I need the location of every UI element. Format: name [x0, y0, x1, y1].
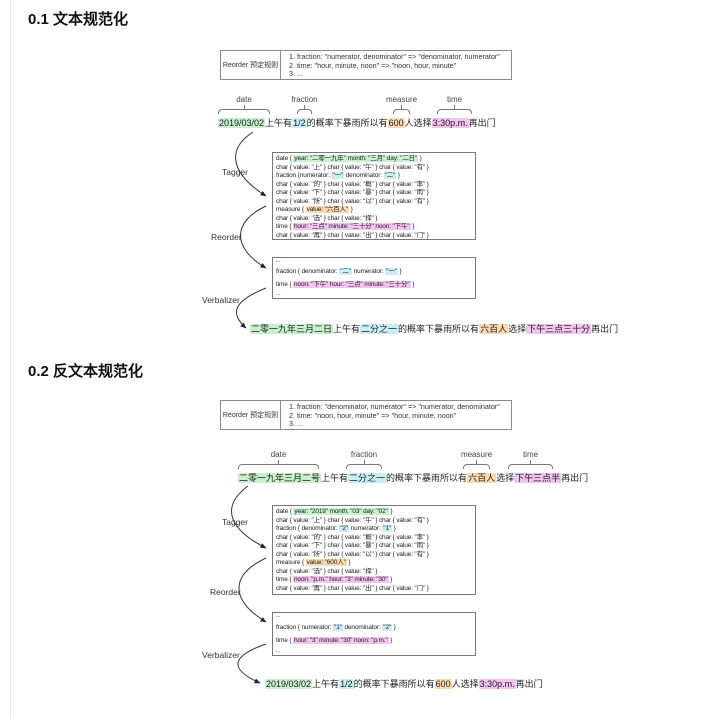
arrow-input-to-tagger: [235, 131, 267, 197]
span-label-time: time: [437, 95, 472, 114]
output-sentence: 2019/03/02上午有1/2的概率下暴雨所以有600人选择3:30p.m.再…: [265, 679, 543, 689]
tagged-token-line: time { hour: "三点" minute: "三十分" noon: "下…: [276, 223, 415, 230]
span-label-fraction: fraction: [346, 450, 382, 469]
input-sentence: 二零一九年三月二号上午有二分之一的概率下暴雨所以有六百人选择下午三点半再出门: [238, 473, 589, 483]
span-label-date: date: [218, 95, 270, 114]
section-title-text-normalization: 0.1 文本规范化: [28, 11, 129, 28]
brace-icon: [218, 109, 270, 114]
tagged-token-line: char { value: "的" } char { value: "概" } …: [276, 180, 429, 188]
tagged-token-line: char { value: "选" } char { value: "择" }: [276, 214, 378, 222]
arrow-tagger-to-reorder: [240, 205, 267, 269]
stage-label-verbalizer: Verbalizer: [202, 295, 240, 305]
tagged-token-line: measure { value: "六百人" }: [276, 206, 353, 213]
tagged-token-line: date { year: "2019" month: "03" day: "02…: [276, 508, 393, 515]
tagged-token-line: char { value: "的" } char { value: "概" } …: [276, 533, 429, 541]
section-title-inverse-text-normalization: 0.2 反文本规范化: [28, 363, 144, 380]
tagged-token-line: fraction {numerator: "一" denominator: "二…: [276, 172, 400, 179]
stage-label-reorder: Reorder: [211, 232, 242, 242]
brace-icon: [297, 109, 312, 114]
brace-icon: [238, 464, 319, 469]
span-label-time: time: [508, 450, 553, 469]
page-left-border: [10, 0, 11, 719]
rule-item: 2. time: "noon, hour, minute" => "hour, …: [289, 410, 457, 420]
reordered-fraction-line: fraction { denominator: "二" numerator: "…: [276, 268, 402, 276]
tagged-token-line: char { value: "上" } char { value: "午" } …: [276, 516, 429, 524]
reorder-rules-table: Reorder 预定规则 1. fraction: "denominator, …: [220, 400, 512, 430]
tagged-token-line: measure { value: "600人" }: [276, 559, 351, 566]
stage-label-reorder: Reorder: [210, 587, 241, 597]
tagged-token-line: char { value: "所" } char { value: "以" } …: [276, 550, 429, 558]
tagged-token-line: char { value: "再" } char { value: "出" } …: [276, 231, 429, 239]
input-sentence: 2019/03/02上午有1/2的概率下暴雨所以有600人选择3:30p.m.再…: [218, 118, 496, 128]
ellipsis-line: ...: [276, 613, 281, 619]
tagger-output-box: date { year: "二零一九年" month: "三月" day: "二…: [272, 152, 476, 240]
brace-icon: [463, 464, 490, 469]
tagged-token-line: char { value: "选" } char { value: "择" }: [276, 567, 378, 575]
rule-item: 1. fraction: "denominator, numerator" =>…: [289, 402, 500, 411]
tagger-output-box: date { year: "2019" month: "03" day: "02…: [272, 505, 476, 595]
rules-header-cell: Reorder 预定规则: [221, 51, 281, 79]
reordered-fraction-line: fraction { numerator: "1" denominator: "…: [276, 624, 396, 631]
arrow-reorder-to-output: [236, 287, 267, 329]
reordered-time-line: time { noon: "下午" hour: "三点" minute: "三十…: [276, 280, 415, 288]
rules-list-cell: 1. fraction: "denominator, numerator" =>…: [281, 401, 508, 429]
brace-icon: [508, 464, 553, 469]
reordered-time-line: time { hour: "3" minute: "30" noon: "p.m…: [276, 637, 393, 644]
brace-icon: [393, 109, 410, 114]
reorder-output-box: ... fraction { numerator: "1" denominato…: [272, 612, 476, 656]
span-label-fraction: fraction: [291, 95, 318, 114]
tagged-token-line: date { year: "二零一九年" month: "三月" day: "二…: [276, 155, 422, 162]
rule-item: 3. ...: [289, 419, 303, 429]
arrow-tagger-to-reorder: [238, 557, 267, 623]
tagged-token-line: time { noon: "p.m." hour: "3" minute: "3…: [276, 576, 393, 583]
span-label-measure: measure: [461, 450, 492, 469]
tagged-token-line: char { value: "上" } char { value: "午" } …: [276, 163, 429, 171]
ellipsis-line: ...: [276, 258, 281, 264]
span-label-date: date: [238, 450, 319, 469]
tagged-token-line: char { value: "下" } char { value: "暴" } …: [276, 542, 429, 549]
reorder-rules-table: Reorder 预定规则 1. fraction: "numerator, de…: [220, 50, 512, 80]
brace-icon: [437, 109, 472, 114]
ellipsis-line: ...: [276, 290, 281, 297]
rule-item: 2. time: "hour, minute, noon" => "noon, …: [289, 60, 457, 70]
tagged-token-line: char { value: "再" } char { value: "出" } …: [276, 584, 429, 592]
rule-item: 3. ...: [289, 69, 303, 79]
tagged-token-line: fraction { denominator: "2" numerator: "…: [276, 525, 396, 532]
rules-list-cell: 1. fraction: "numerator, denominator" =>…: [281, 51, 508, 79]
brace-icon: [346, 464, 382, 469]
rules-header-cell: Reorder 预定规则: [221, 401, 281, 429]
arrow-reorder-to-output: [237, 643, 267, 684]
span-label-measure: measure: [386, 95, 417, 114]
ellipsis-line: ...: [276, 648, 281, 654]
stage-label-tagger: Tagger: [222, 167, 248, 177]
tagged-token-line: char { value: "下" } char { value: "暴" } …: [276, 189, 429, 196]
tagged-token-line: char { value: "所" } char { value: "以" } …: [276, 197, 429, 205]
stage-label-tagger: Tagger: [222, 517, 248, 527]
stage-label-verbalizer: Verbalizer: [202, 650, 240, 660]
rule-item: 1. fraction: "numerator, denominator" =>…: [289, 52, 500, 61]
output-sentence: 二零一九年三月二日上午有二分之一的概率下暴雨所以有六百人选择下午三点三十分再出门: [250, 324, 619, 334]
reorder-output-box: ... fraction { denominator: "二" numerato…: [272, 257, 476, 299]
